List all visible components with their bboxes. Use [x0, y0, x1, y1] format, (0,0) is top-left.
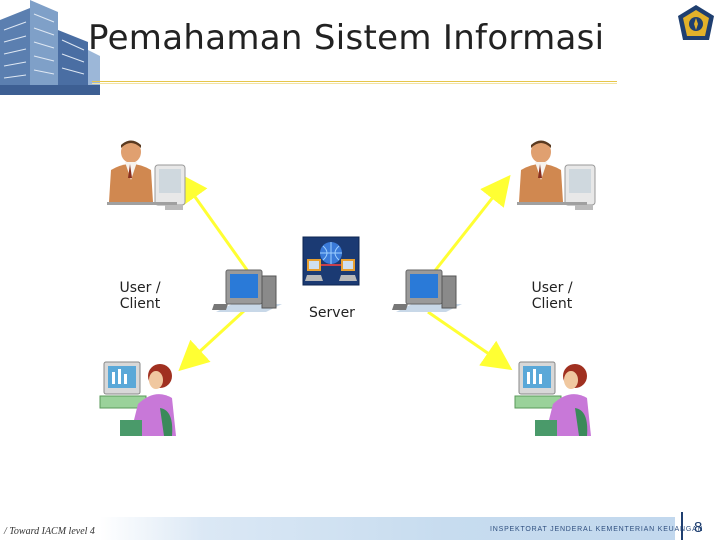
ministry-emblem: [678, 5, 714, 40]
server-icon: [302, 236, 360, 286]
right-workstation-icon: [392, 269, 462, 312]
footer-separator: [681, 512, 683, 540]
woman-bottom-left-icon: [99, 361, 176, 436]
left-user-client-label: User / Client: [119, 280, 161, 312]
page-number: 8: [694, 519, 703, 536]
footer-bar: [100, 517, 675, 540]
left-workstation-icon: [212, 269, 282, 312]
arrow-to-bottom-left-user: [178, 308, 247, 372]
title-underline-shadow: [92, 83, 617, 84]
arrow-to-top-left-user: [177, 172, 254, 278]
slide-title: Pemahaman Sistem Informasi: [88, 18, 605, 58]
right-user-client-label: User / Client: [531, 280, 573, 312]
footer-left-text: / Toward IACM level 4: [4, 526, 95, 537]
arrow-to-bottom-right-user: [427, 310, 513, 371]
server-label: Server: [309, 305, 355, 321]
footer-organization: INSPEKTORAT JENDERAL KEMENTERIAN KEUANGA…: [490, 526, 704, 533]
building-logo: [0, 0, 100, 95]
businessman-top-right-icon: [517, 140, 596, 210]
title-underline: [92, 81, 617, 82]
businessman-top-left-icon: [107, 140, 186, 210]
woman-bottom-right-icon: [514, 361, 591, 436]
arrow-to-top-right-user: [428, 174, 511, 278]
client-server-diagram: [99, 140, 596, 436]
